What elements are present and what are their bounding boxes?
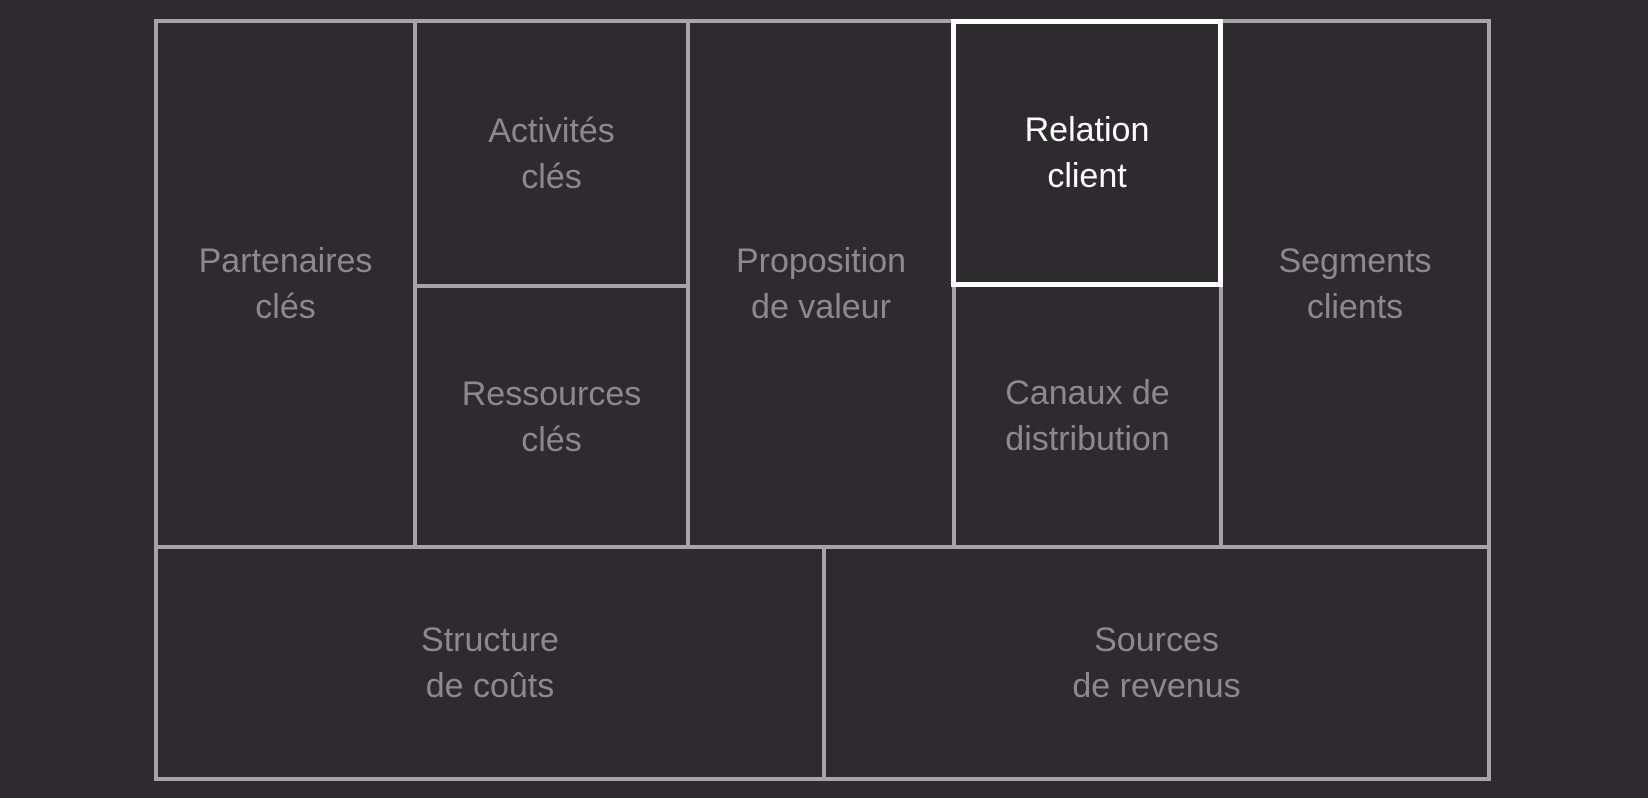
block-label: Segments clients (1278, 242, 1432, 326)
block-label: Canaux de distribution (1005, 374, 1170, 458)
block-key-activities: Activités clés (413, 19, 690, 288)
block-label: Structure de coûts (421, 621, 559, 705)
block-label: Sources de revenus (1072, 621, 1241, 705)
block-value-proposition: Proposition de valeur (686, 19, 956, 549)
block-channels: Canaux de distribution (952, 283, 1223, 549)
block-label: Partenaires clés (198, 242, 373, 326)
block-customer-relationships[interactable]: Relation client (951, 19, 1223, 287)
block-revenue-streams: Sources de revenus (822, 545, 1491, 781)
block-label: Ressources clés (461, 374, 642, 459)
block-key-partners: Partenaires clés (154, 19, 417, 549)
block-cost-structure: Structure de coûts (154, 545, 826, 781)
block-key-resources: Ressources clés (413, 284, 690, 549)
block-customer-segments: Segments clients (1219, 19, 1491, 549)
block-label: Activités clés (488, 111, 615, 196)
block-label: Proposition de valeur (735, 242, 907, 326)
block-label: Relation client (1024, 111, 1150, 195)
